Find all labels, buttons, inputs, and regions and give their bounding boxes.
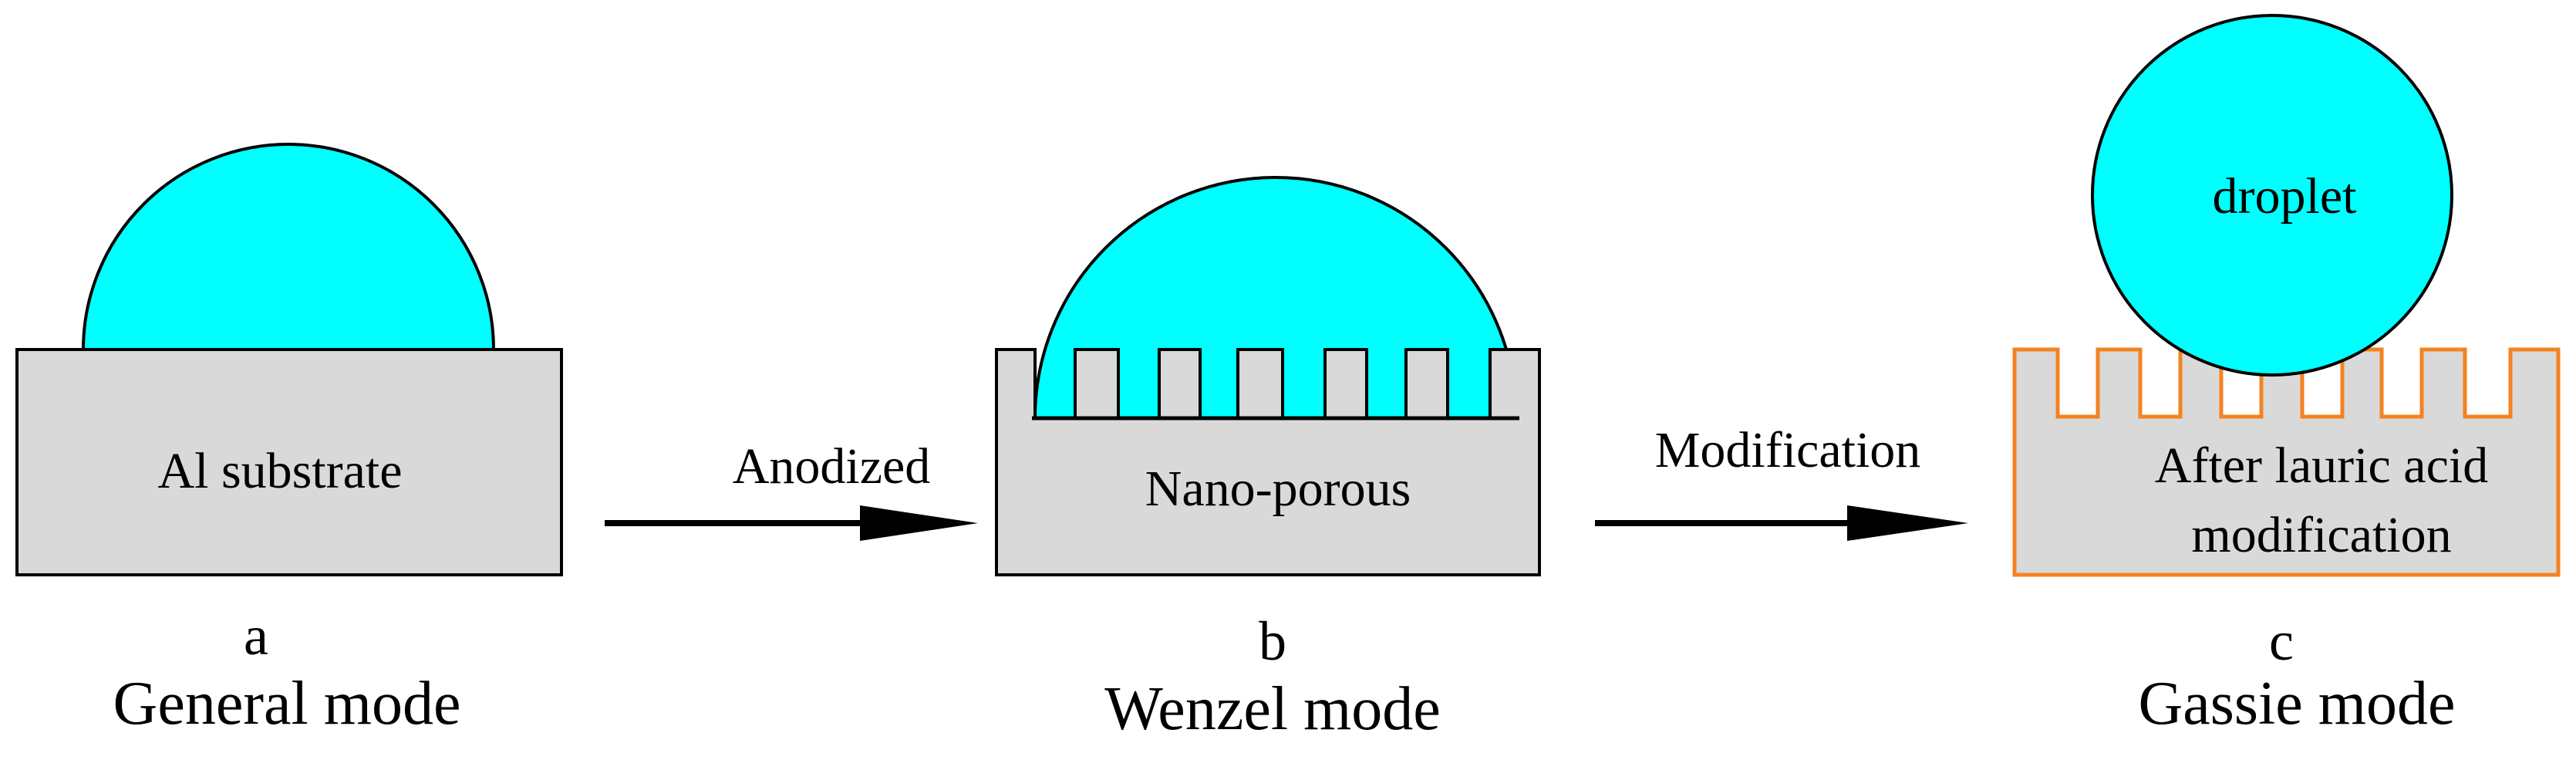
arrow-label-anodized: Anodized [733,438,931,495]
arrow-anodized: Anodized [605,438,978,541]
droplet-label-c: droplet [2213,168,2357,225]
droplet-c [2091,14,2453,377]
substrate-a [15,348,563,576]
panel-caption-c: Gassie mode [2138,670,2455,738]
substrate-label-b: Nano-porous [1145,461,1411,517]
substrate-label-c-line2: modification [2191,507,2451,563]
arrow-modification: Modification [1595,422,1968,541]
arrow-label-modification: Modification [1655,422,1921,478]
panel-a: Al substrate a General mode [15,143,563,738]
panel-b: Nano-porous b Wenzel mode [995,176,1541,743]
arrow-head-1 [860,505,978,541]
panel-letter-a: a [244,605,268,667]
droplet-b [1033,176,1519,420]
panel-caption-a: General mode [113,670,461,738]
substrate-label-c-line1: After lauric acid [2155,437,2488,494]
substrate-label-a: Al substrate [157,443,402,499]
arrow-head-2 [1847,505,1968,541]
droplet-a [81,143,496,351]
panel-c: droplet After lauric acid modification c… [2012,14,2561,738]
panel-letter-c: c [2269,610,2294,672]
substrate-c [2012,347,2561,577]
panel-caption-b: Wenzel mode [1104,675,1441,743]
panel-letter-b: b [1259,610,1286,672]
